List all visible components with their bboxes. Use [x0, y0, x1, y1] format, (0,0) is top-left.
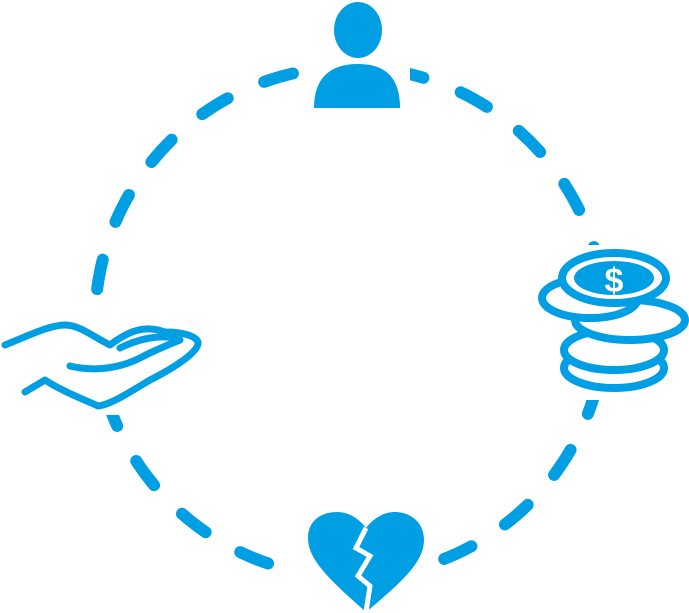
person-icon [305, 0, 410, 115]
svg-text:$: $ [605, 262, 624, 300]
open-hand-icon [0, 315, 210, 415]
coins-dollar-icon: $ [535, 245, 689, 400]
broken-heart-icon [300, 505, 430, 613]
